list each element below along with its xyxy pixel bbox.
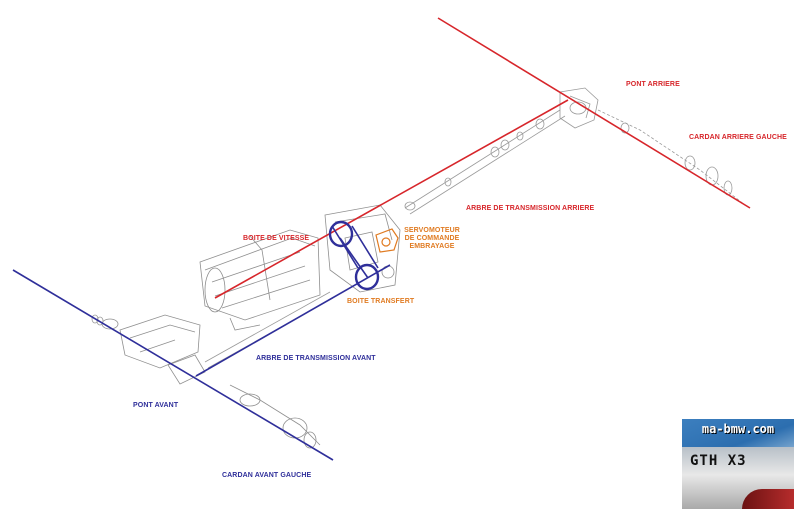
rear-driveline-line — [214, 99, 569, 299]
rear-shaft-drawing — [404, 109, 566, 215]
label-cardan-arriere-gauche: CARDAN ARRIERE GAUCHE — [689, 134, 787, 141]
model-badge-text: GTH X3 — [690, 453, 747, 469]
front-axle-line — [12, 269, 334, 461]
transfer-sprocket-upper — [328, 220, 354, 248]
site-logo-text: ma-bmw.com — [701, 422, 775, 436]
rear-differential-drawing — [559, 87, 746, 206]
label-pont-arriere: PONT ARRIERE — [626, 81, 680, 88]
gearbox-drawing — [199, 229, 321, 331]
label-cardan-avant-gauche: CARDAN AVANT GAUCHE — [222, 472, 312, 479]
watermark-badge: ma-bmw.com GTH X3 — [682, 419, 794, 509]
transfer-case-drawing — [324, 204, 401, 293]
label-servomoteur-line1: SERVOMOTEUR — [404, 227, 460, 234]
label-arbre-transmission-avant: ARBRE DE TRANSMISSION AVANT — [256, 355, 376, 362]
front-differential-drawing — [101, 314, 321, 449]
label-pont-avant: PONT AVANT — [133, 402, 179, 409]
label-boite-transfert: BOITE TRANSFERT — [347, 298, 415, 305]
label-servomoteur-line3: EMBRAYAGE — [409, 243, 455, 250]
transfer-chain-outline — [331, 225, 379, 269]
label-servomoteur: SERVOMOTEUR DE COMMANDE EMBRAYAGE — [402, 227, 462, 251]
tail-lamp — [742, 489, 794, 509]
label-boite-vitesse: BOITE DE VITESSE — [243, 235, 310, 242]
label-servomoteur-line2: DE COMMANDE — [404, 235, 460, 242]
servo-motor-drawing — [375, 228, 399, 253]
rear-driveline-extension — [437, 17, 751, 209]
transfer-sprocket-lower — [354, 263, 380, 291]
label-arbre-transmission-arriere: ARBRE DE TRANSMISSION ARRIERE — [466, 205, 595, 212]
